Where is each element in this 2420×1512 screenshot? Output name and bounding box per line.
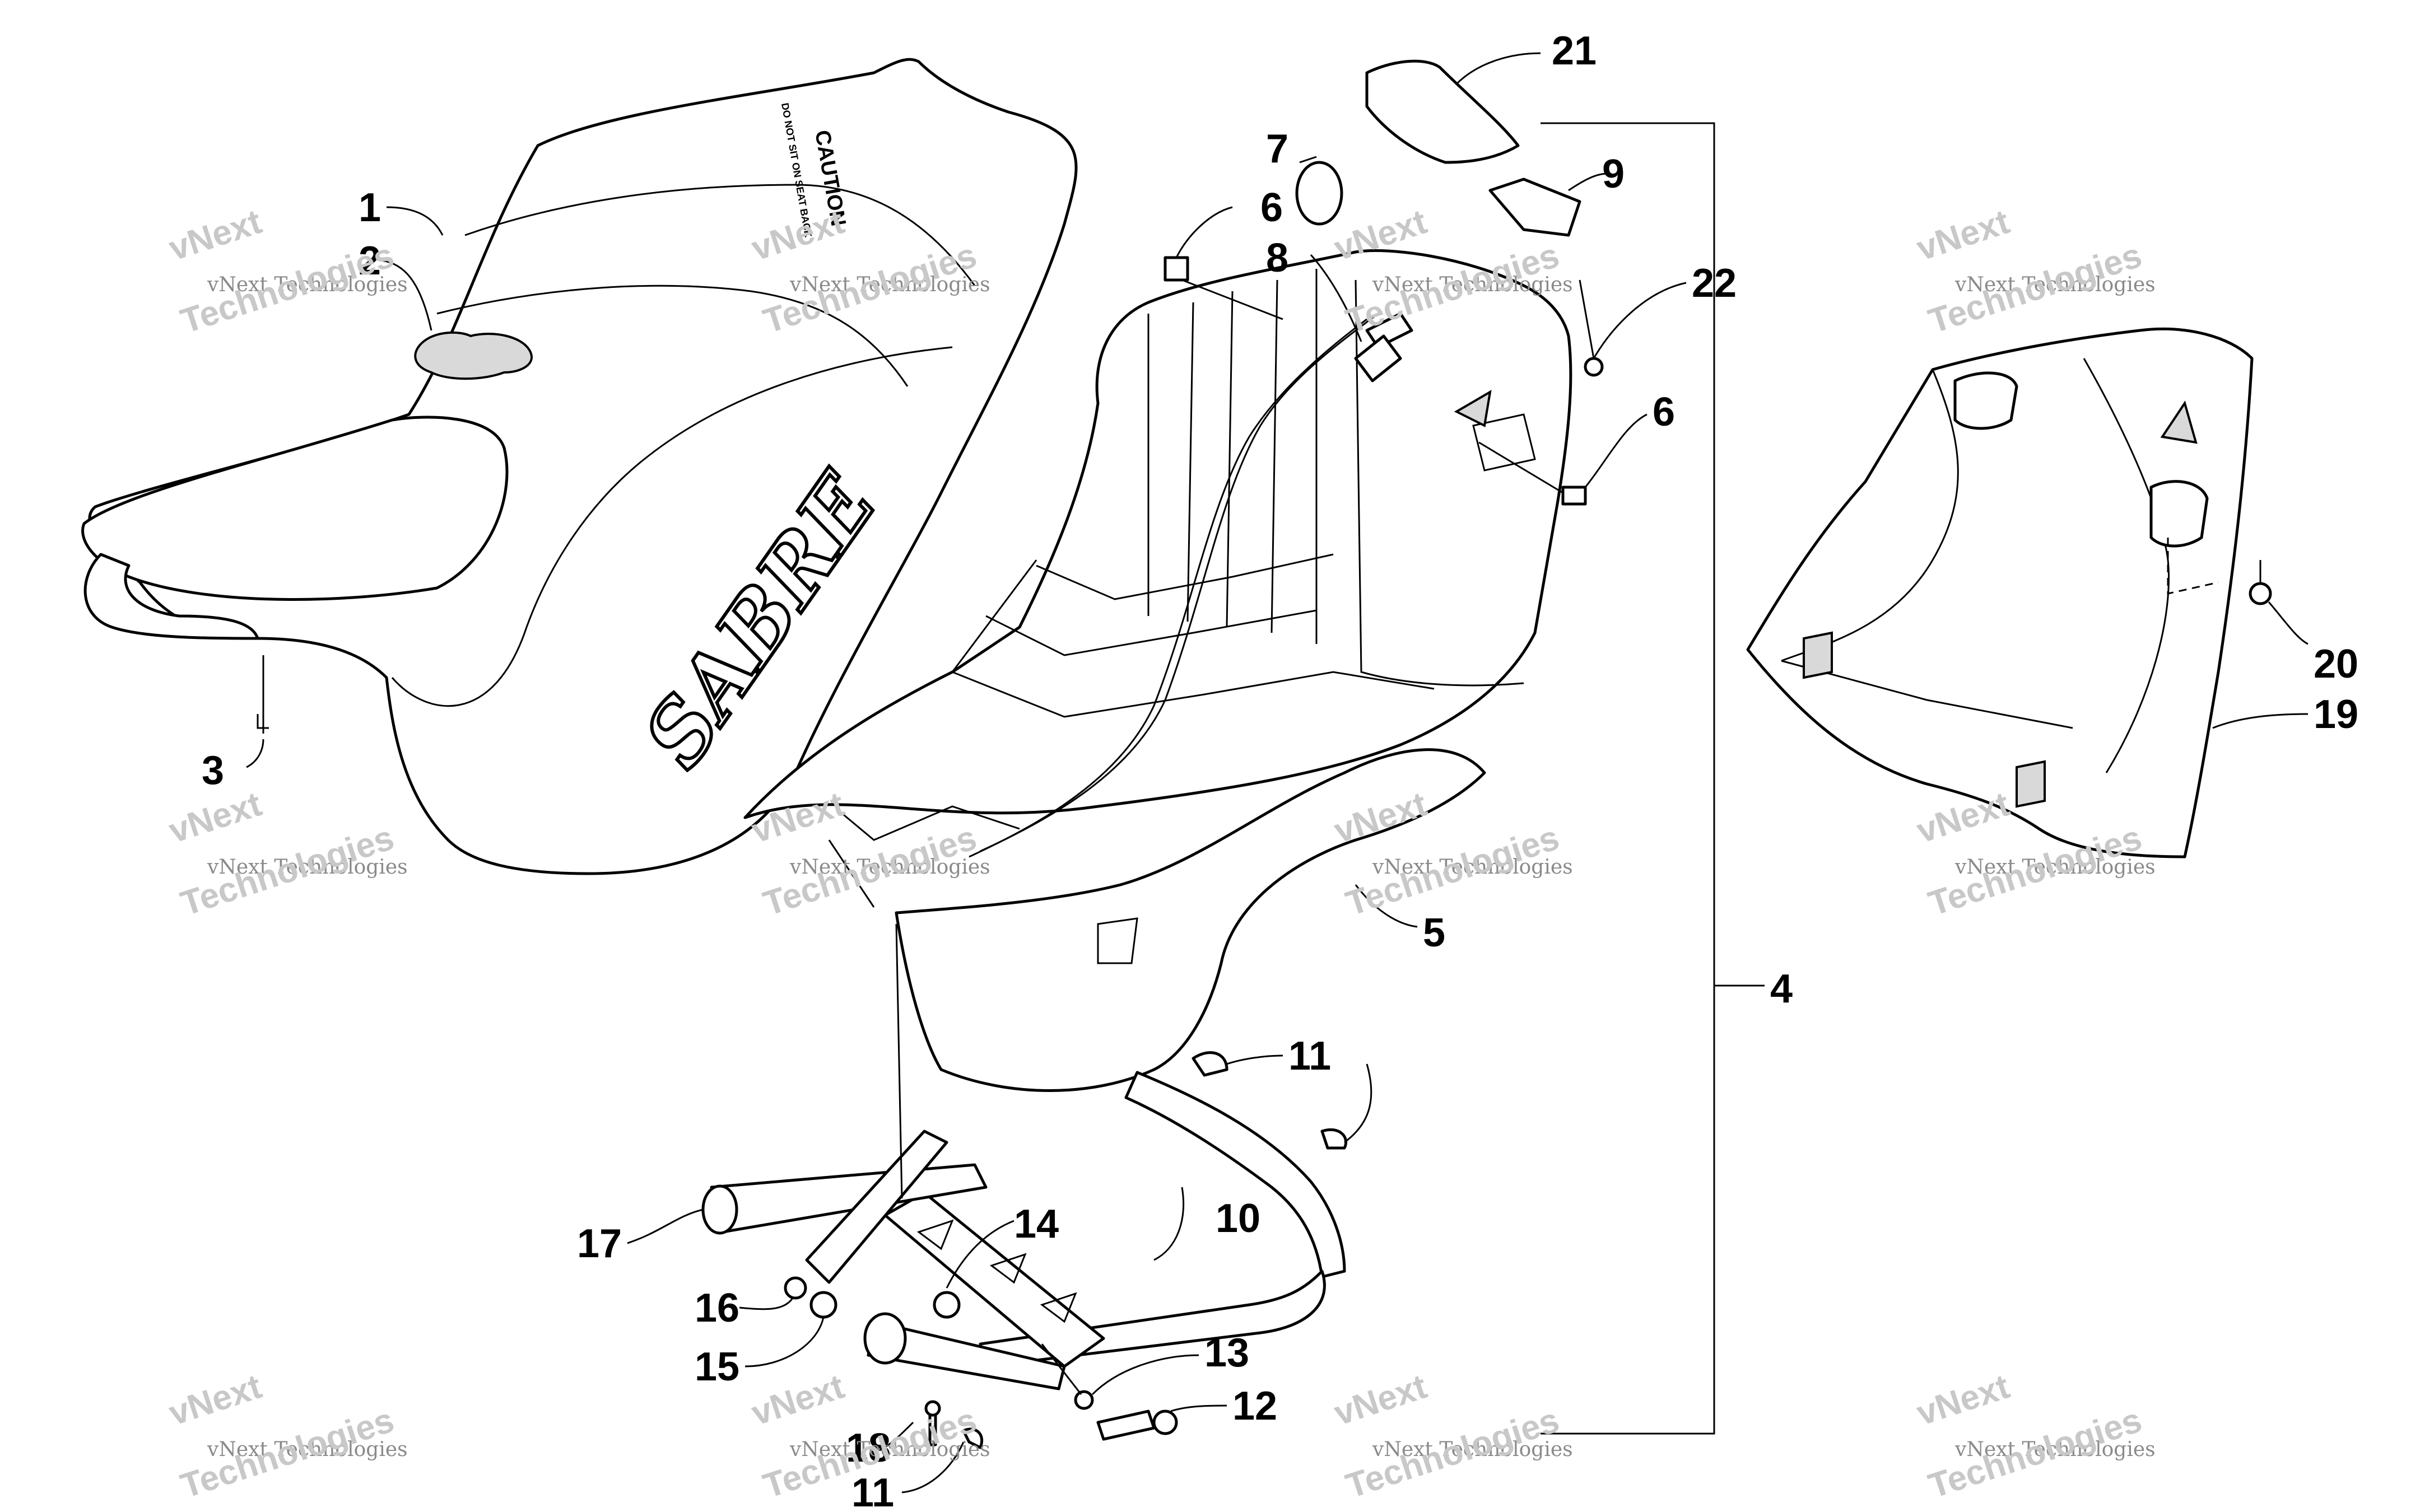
part-22-screw <box>1584 357 1604 377</box>
watermark: vNext vNext Technologies Technologies <box>1329 1367 1572 1506</box>
callout-16: 16 <box>695 1286 739 1331</box>
part-11-bumper-lower <box>962 1427 984 1449</box>
callout-4: 4 <box>1770 967 1793 1011</box>
svg-text:vNext: vNext <box>164 202 266 268</box>
watermark: vNext vNext Technologies Technologies <box>1329 785 1572 923</box>
frame-diagonal <box>805 1130 948 1284</box>
watermark: vNext vNext Technologies Technologies <box>1912 1367 2155 1506</box>
part-14-bushing <box>933 1291 961 1319</box>
cover-vent-rear <box>2016 760 2046 808</box>
part-8-cable-end <box>1354 334 1402 382</box>
side-cover-panel <box>1746 328 2254 858</box>
callout-9: 9 <box>1602 152 1625 197</box>
part-20-screw <box>2249 582 2272 605</box>
svg-text:vNext Technologies: vNext Technologies <box>207 1438 408 1461</box>
watermark: vNext vNext Technologies Technologies <box>164 1367 407 1506</box>
callout-3: 3 <box>202 748 224 793</box>
svg-text:vNext Technologies: vNext Technologies <box>1372 856 1573 879</box>
callout-21: 21 <box>1552 29 1597 73</box>
callout-11-lower: 11 <box>851 1471 894 1512</box>
callout-6-lower: 6 <box>1653 390 1675 435</box>
callout-20: 20 <box>2314 642 2358 687</box>
part-6-clip-upper <box>1164 256 1189 282</box>
seat-patch <box>414 331 533 380</box>
svg-text:vNext Technologies: vNext Technologies <box>207 273 408 296</box>
part-11-bumper-mid <box>1320 1128 1348 1150</box>
callout-22: 22 <box>1692 261 1737 306</box>
part-16-bolt <box>784 1276 807 1300</box>
svg-text:vNext: vNext <box>1329 1367 1431 1433</box>
part-6-clip-lower <box>1561 486 1587 506</box>
seat-base-pan <box>743 249 1572 819</box>
part-11-bumper-upper <box>1192 1051 1228 1077</box>
frame-pivot-lower <box>863 1312 907 1365</box>
watermark: vNext vNext Technologies Technologies <box>1912 202 2155 341</box>
callout-2: 2 <box>359 239 381 283</box>
seat-back-pad <box>81 416 509 601</box>
svg-text:vNext: vNext <box>164 1367 266 1433</box>
seat-assembly: CAUTION DO NOT SIT ON SEAT BACK SABRE <box>81 58 1078 875</box>
svg-text:vNext Technologies: vNext Technologies <box>1372 273 1573 296</box>
callout-6-upper: 6 <box>1260 185 1283 230</box>
seat-rear-handle <box>83 553 259 640</box>
part-15-nut <box>809 1291 837 1319</box>
part-3-clip <box>257 714 269 729</box>
svg-text:vNext: vNext <box>1912 1367 2014 1433</box>
callout-7: 7 <box>1266 127 1288 171</box>
part-12-bolt <box>1096 1410 1156 1441</box>
callout-10: 10 <box>1216 1196 1260 1241</box>
cover-latch-mark <box>2160 400 2198 444</box>
cover-vent-front <box>1803 631 1833 679</box>
frame-rail <box>1124 1071 1346 1278</box>
watermark: vNext vNext Technologies Technologies <box>164 785 407 923</box>
callout-15: 15 <box>695 1345 739 1389</box>
callout-18: 18 <box>846 1426 891 1471</box>
seat-frame <box>701 1071 1346 1390</box>
svg-text:vNext Technologies: vNext Technologies <box>1954 1438 2156 1461</box>
part-12-bolt-head <box>1152 1410 1178 1435</box>
callout-11-upper: 11 <box>1288 1034 1331 1079</box>
side-cover <box>1746 328 2254 858</box>
svg-text:vNext Technologies: vNext Technologies <box>1372 1438 1573 1461</box>
callout-19: 19 <box>2314 692 2358 737</box>
seat-base-latch-mark <box>1454 390 1492 427</box>
callout-17: 17 <box>577 1221 622 1266</box>
seat-base <box>743 249 1572 1092</box>
svg-text:vNext Technologies: vNext Technologies <box>1954 273 2156 296</box>
svg-text:vNext: vNext <box>164 785 266 851</box>
svg-text:vNext Technologies: vNext Technologies <box>789 1438 990 1461</box>
callout-13: 13 <box>1204 1331 1249 1375</box>
svg-text:vNext Technologies: vNext Technologies <box>207 856 408 879</box>
callout-12: 12 <box>1232 1384 1277 1429</box>
part-18-pin-head <box>924 1400 941 1417</box>
svg-text:vNext Technologies: vNext Technologies <box>1954 856 2156 879</box>
svg-text:vNext: vNext <box>747 1367 849 1433</box>
svg-text:vNext Technologies: vNext Technologies <box>789 273 990 296</box>
callout-14: 14 <box>1014 1202 1059 1247</box>
callout-1: 1 <box>359 185 381 230</box>
callout-8: 8 <box>1266 236 1288 281</box>
part-9-latch <box>1488 178 1581 237</box>
cover-boss-rear <box>2149 480 2209 548</box>
svg-text:vNext Technologies: vNext Technologies <box>789 856 990 879</box>
seat-base-front-box <box>895 748 1486 1092</box>
part-17-bushing-end <box>701 1184 738 1235</box>
cover-boss-front <box>1953 371 2018 430</box>
part-7-clamp <box>1295 161 1343 226</box>
svg-text:vNext: vNext <box>1912 202 2014 268</box>
callout-5: 5 <box>1423 911 1445 955</box>
part-13-washer <box>1074 1390 1094 1410</box>
part-21-latch-cover <box>1365 59 1520 164</box>
